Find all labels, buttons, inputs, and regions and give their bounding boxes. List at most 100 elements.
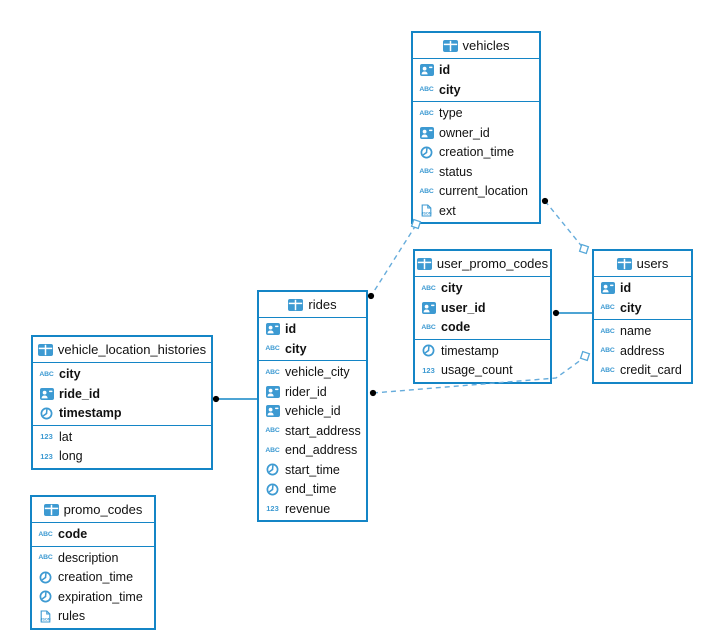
table-title: rides [308, 297, 337, 312]
column-name: expiration_time [58, 589, 143, 604]
svg-text:JSON: JSON [421, 212, 432, 216]
column-vehicle_id[interactable]: vehicle_id [259, 402, 366, 422]
uuid-icon [265, 323, 280, 336]
table-icon [616, 257, 632, 270]
column-creation_time[interactable]: creation_time [32, 568, 154, 588]
column-ride_id[interactable]: ride_id [33, 384, 211, 404]
table-icon [416, 257, 432, 270]
timestamp-icon [421, 344, 436, 357]
column-start_time[interactable]: start_time [259, 460, 366, 480]
column-name: id [285, 322, 297, 337]
relationship-vehicles-users[interactable] [544, 200, 585, 250]
column-name: creation_time [439, 145, 515, 160]
column-end_time[interactable]: end_time [259, 480, 366, 500]
column-id[interactable]: id [594, 279, 691, 299]
table-header[interactable]: users [594, 251, 691, 277]
column-owner_id[interactable]: owner_id [413, 123, 539, 143]
column-name: rules [58, 609, 86, 624]
string-icon: ABC [265, 368, 280, 376]
table-header[interactable]: promo_codes [32, 497, 154, 523]
column-name: status [439, 164, 473, 179]
column-city[interactable]: ABC city [415, 279, 550, 299]
column-name: name [620, 324, 652, 339]
column-rider_id[interactable]: rider_id [259, 382, 366, 402]
table-title: promo_codes [63, 502, 143, 517]
number-icon: 123 [266, 504, 279, 514]
column-name: lat [59, 429, 73, 444]
timestamp-icon [265, 463, 280, 476]
uuid-icon [265, 405, 280, 418]
table-icon [37, 343, 53, 356]
string-icon: ABC [265, 427, 280, 435]
table-icon [43, 503, 59, 516]
column-name: city [285, 341, 307, 356]
relationship-vehicles-rides[interactable] [370, 224, 417, 297]
column-name: city [441, 281, 463, 296]
column-timestamp[interactable]: timestamp [415, 341, 550, 361]
table-header[interactable]: rides [259, 292, 366, 318]
column-name: city [620, 300, 642, 315]
string-icon: ABC [419, 86, 434, 94]
table-title: user_promo_codes [436, 256, 549, 271]
column-timestamp[interactable]: timestamp [33, 404, 211, 424]
column-vehicle_city[interactable]: ABC vehicle_city [259, 363, 366, 383]
column-name: timestamp [441, 343, 499, 358]
column-id[interactable]: id [259, 320, 366, 340]
column-name: description [58, 550, 119, 565]
column-name: type [439, 106, 463, 121]
column-name: end_time [285, 482, 337, 497]
column-user_id[interactable]: user_id [415, 298, 550, 318]
column-id[interactable]: id [413, 61, 539, 81]
column-expiration_time[interactable]: expiration_time [32, 587, 154, 607]
number-icon: 123 [422, 365, 435, 375]
string-icon: ABC [421, 284, 436, 292]
string-icon: ABC [600, 366, 615, 374]
cardinality-dot-marker [369, 389, 377, 397]
uuid-icon [600, 282, 615, 295]
cardinality-dot-marker [367, 292, 375, 300]
column-name: id [620, 281, 632, 296]
column-creation_time[interactable]: creation_time [413, 143, 539, 163]
table-header[interactable]: vehicle_location_histories [33, 337, 211, 363]
column-name: address [620, 343, 665, 358]
table-header[interactable]: user_promo_codes [415, 251, 550, 277]
column-name: vehicle_city [285, 365, 350, 380]
table-header[interactable]: vehicles [413, 33, 539, 59]
cardinality-dot-marker [552, 309, 560, 317]
